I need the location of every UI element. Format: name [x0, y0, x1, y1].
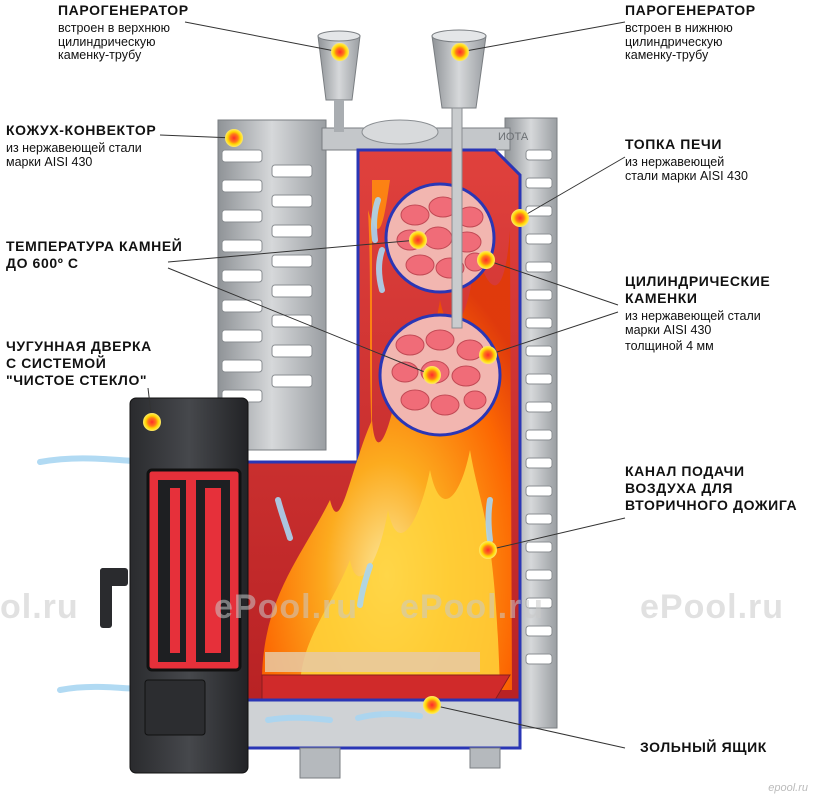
watermark-3: ePool.ru [400, 588, 545, 626]
label-air-channel: КАНАЛ ПОДАЧИ ВОЗДУХА ДЛЯ ВТОРИЧНОГО ДОЖИ… [625, 463, 798, 513]
label-door: ЧУГУННАЯ ДВЕРКА С СИСТЕМОЙ "ЧИСТОЕ СТЕКЛ… [6, 338, 152, 388]
stove-logo: ИОТА [498, 131, 529, 143]
marker-stone-temp-upper [409, 231, 427, 249]
marker-steam-top [331, 43, 349, 61]
watermark-4: ePool.ru [640, 588, 785, 626]
marker-stone-temp-lower [423, 366, 441, 384]
marker-door [143, 413, 161, 431]
watermark-2: ePool.ru [214, 588, 359, 626]
marker-cyl-lower [479, 346, 497, 364]
casing-left-grill [217, 119, 327, 451]
corner-watermark: epool.ru [768, 782, 808, 794]
upper-stone-cylinder [384, 182, 496, 294]
label-cyl-heaters: ЦИЛИНДРИЧЕСКИЕ КАМЕНКИ из нержавеющей ст… [625, 273, 771, 353]
label-casing: КОЖУХ-КОНВЕКТОР из нержавеющей стали мар… [6, 122, 157, 169]
marker-cyl-upper [477, 251, 495, 269]
label-steam-bottom: ПАРОГЕНЕРАТОР встроен в нижнюю цилиндрич… [625, 2, 756, 62]
label-steam-top: ПАРОГЕНЕРАТОР встроен в верхнюю цилиндри… [58, 2, 189, 62]
marker-casing [225, 129, 243, 147]
steam-generator-bottom [431, 29, 487, 329]
marker-firebox [511, 209, 529, 227]
callout-markers [143, 43, 529, 714]
marker-steam-bottom [451, 43, 469, 61]
marker-air-channel [479, 541, 497, 559]
pointer-lines [147, 21, 626, 749]
watermark-1: ol.ru [0, 588, 79, 626]
label-stone-temp: ТЕМПЕРАТУРА КАМНЕЙ ДО 600º С [6, 238, 183, 271]
marker-ash-box [423, 696, 441, 714]
label-ash-box: ЗОЛЬНЫЙ ЯЩИК [640, 739, 767, 755]
grate [261, 652, 511, 701]
cast-iron-door [100, 397, 249, 774]
steam-generator-top [317, 30, 361, 132]
label-firebox: ТОПКА ПЕЧИ из нержавеющей стали марки AI… [625, 136, 748, 183]
ash-drawer [242, 698, 522, 779]
